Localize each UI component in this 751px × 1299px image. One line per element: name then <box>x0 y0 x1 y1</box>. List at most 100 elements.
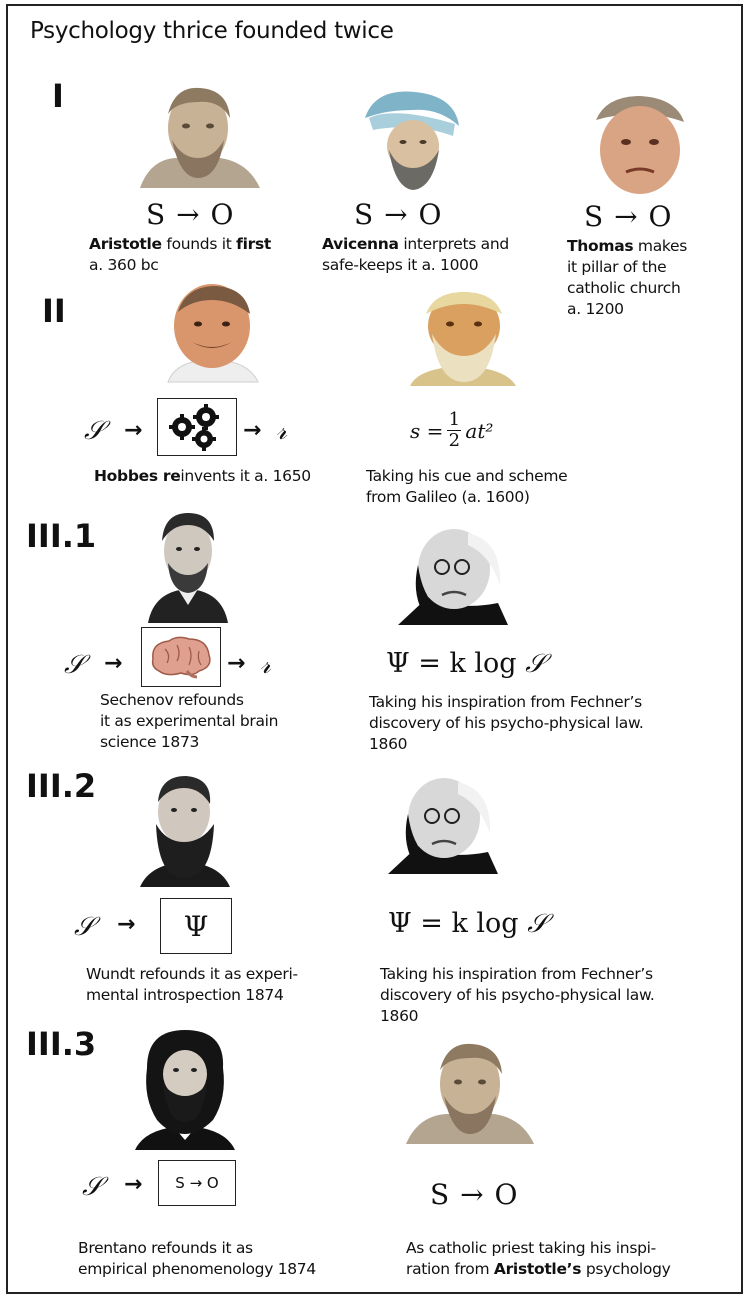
galileo-portrait <box>410 292 516 386</box>
formula-rhs: at² <box>465 418 494 443</box>
fechner-portrait-1 <box>398 529 508 625</box>
caption-text: mental introspection 1874 <box>86 986 284 1004</box>
aristotle-portrait <box>140 87 260 188</box>
caption-text: a. 360 bc <box>89 256 159 274</box>
response-symbol-sechenov: 𝓇 <box>260 650 271 680</box>
caption-text: ration from <box>406 1260 494 1278</box>
caption-text: refounds it as <box>146 1239 253 1257</box>
caption-avicenna: Avicenna interprets and safe-keeps it a.… <box>322 234 552 276</box>
caption-text: ’s <box>629 693 642 711</box>
arrow-out-sechenov: → <box>227 651 246 676</box>
fraction: 1 2 <box>447 409 462 451</box>
psi-box-wundt: Ψ <box>160 898 232 954</box>
caption-text: refounds <box>173 691 244 709</box>
mechanism-box-hobbes <box>157 398 237 456</box>
caption-text: discovery of his psycho-physical law. <box>369 714 644 732</box>
brain-box-sechenov <box>141 627 221 687</box>
caption-fechner-1: Taking his inspiration from Fechner’s di… <box>369 692 729 755</box>
fechner-formula-2: Ψ = k log 𝒮 <box>388 908 547 940</box>
wundt-portrait <box>140 776 230 887</box>
fechner-formula-1: Ψ = k log 𝒮 <box>386 648 545 680</box>
gears-icon <box>169 404 219 451</box>
avicenna-portrait <box>365 91 459 190</box>
galileo-formula: s = 1 2 at² <box>410 410 493 451</box>
section-label-3-3: III.3 <box>26 1025 97 1063</box>
stimulus-symbol: 𝒮 <box>525 649 546 679</box>
name-sechenov: Sechenov <box>100 691 174 709</box>
name-fechner: Fechner’s <box>580 965 653 983</box>
hobbes-portrait <box>167 284 259 383</box>
sechenov-portrait <box>148 513 228 623</box>
page-title: Psychology thrice founded twice <box>30 18 394 44</box>
so-formula-aristotle-2: S → O <box>430 1178 519 1211</box>
aristotle-portrait-2 <box>406 1043 534 1144</box>
caption-text: it pillar of the <box>567 258 667 276</box>
section-label-3-1: III.1 <box>26 517 97 555</box>
caption-text: catholic church <box>567 279 681 297</box>
thomas-portrait <box>596 96 684 194</box>
diagram-frame <box>6 4 743 1294</box>
caption-galileo: Taking his cue and scheme from Galileo (… <box>366 466 646 508</box>
caption-text: Taking his cue and scheme <box>366 467 568 485</box>
caption-text: safe-keeps it a. 1000 <box>322 256 479 274</box>
caption-aristotle: Aristotle founds it first a. 360 bc <box>89 234 309 276</box>
stimulus-symbol-brentano: 𝒮 <box>82 1172 103 1202</box>
caption-text: 1860 <box>369 735 408 753</box>
name-wundt: Wundt refounds <box>86 965 206 983</box>
caption-text: 1860 <box>380 1007 419 1025</box>
caption-sechenov: Sechenov refounds it as experimental bra… <box>100 690 340 753</box>
stimulus-symbol-sechenov: 𝒮 <box>64 650 85 680</box>
brain-icon <box>151 636 211 679</box>
caption-thomas: Thomas makes it pillar of the catholic c… <box>567 236 737 320</box>
section-label-1: I <box>52 77 64 115</box>
caption-text: a. 1200 <box>567 300 624 318</box>
caption-text: Taking his inspiration from <box>380 965 581 983</box>
caption-text: empirical phenomenology 1874 <box>78 1260 316 1278</box>
so-formula-thomas: S → O <box>584 200 673 233</box>
caption-emphasis: first <box>236 235 271 253</box>
arrow-out-hobbes: → <box>243 418 262 443</box>
arrow-in-hobbes: → <box>124 418 143 443</box>
arrow-in-brentano: → <box>124 1172 143 1197</box>
so-formula-avicenna: S → O <box>354 198 443 231</box>
caption-brentano: Brentano refounds it as empirical phenom… <box>78 1238 378 1280</box>
formula-lhs: s = <box>410 418 444 443</box>
name-thomas: Thomas <box>567 237 634 255</box>
brentano-portrait <box>135 1030 235 1150</box>
caption-wundt: Wundt refounds it as experi- mental intr… <box>86 964 346 1006</box>
so-formula-aristotle: S → O <box>146 198 235 231</box>
name-fechner: Fechner <box>569 693 630 711</box>
stimulus-symbol: 𝒮 <box>527 909 548 939</box>
name-aristotle: Aristotle <box>89 235 162 253</box>
stimulus-symbol-wundt: 𝒮 <box>74 912 95 942</box>
name-brentano: Brentano <box>78 1239 147 1257</box>
arrow-in-wundt: → <box>117 912 136 937</box>
fraction-numerator: 1 <box>448 409 461 430</box>
name-avicenna: Avicenna <box>322 235 399 253</box>
so-box-brentano: S → O <box>158 1160 236 1206</box>
stimulus-symbol-hobbes: 𝒮 <box>84 416 105 446</box>
formula-lhs: Ψ = k log <box>386 648 517 679</box>
caption-fechner-2: Taking his inspiration from Fechner’s di… <box>380 964 740 1027</box>
section-label-2: II <box>42 292 66 330</box>
caption-text: discovery of his psycho-physical law. <box>380 986 655 1004</box>
caption-text: science 1873 <box>100 733 200 751</box>
section-label-3-2: III.2 <box>26 767 97 805</box>
caption-text: makes <box>633 237 688 255</box>
formula-lhs: Ψ = k log <box>388 908 519 939</box>
arrow-in-sechenov: → <box>104 651 123 676</box>
fraction-denominator: 2 <box>447 430 462 451</box>
caption-text: interprets and <box>398 235 509 253</box>
caption-text: from Galileo (a. 1600) <box>366 488 530 506</box>
caption-text: As catholic priest taking his inspi- <box>406 1239 656 1257</box>
caption-aristotle-2: As catholic priest taking his inspi- rat… <box>406 1238 736 1280</box>
name-hobbes: Hobbes re <box>94 467 181 485</box>
fechner-portrait-2 <box>388 778 498 874</box>
response-symbol-hobbes: 𝓇 <box>276 416 287 446</box>
caption-text: it as experimental brain <box>100 712 279 730</box>
caption-text: it as experi- <box>205 965 298 983</box>
caption-text: invents it a. 1650 <box>180 467 311 485</box>
name-aristotle: Aristotle’s <box>493 1260 582 1278</box>
caption-text: founds it <box>161 235 237 253</box>
caption-text: Taking his inspiration from <box>369 693 570 711</box>
